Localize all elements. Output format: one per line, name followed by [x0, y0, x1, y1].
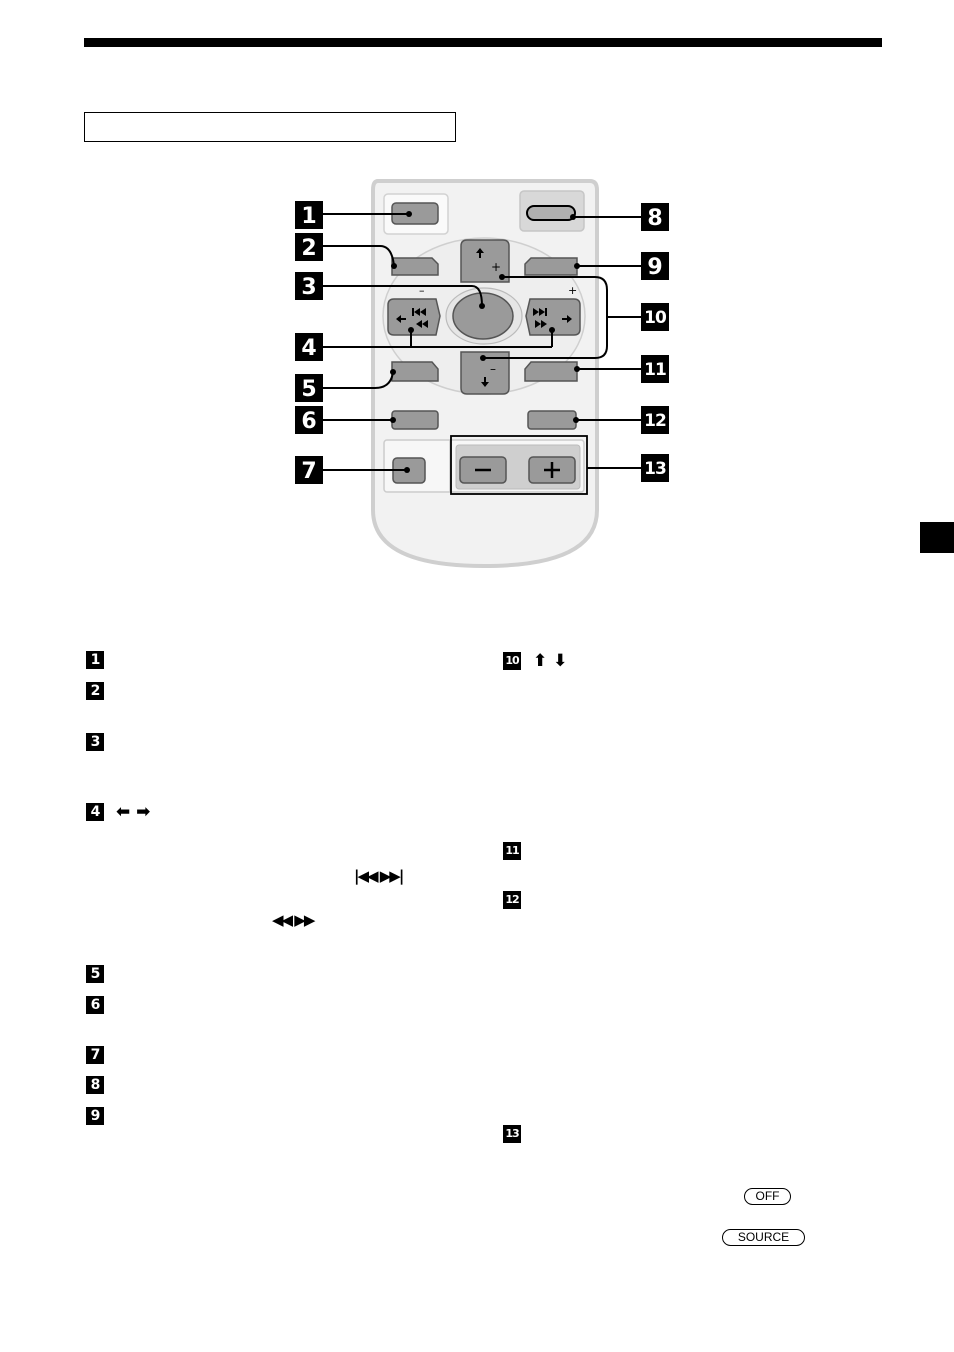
legend-num-12: 12 — [503, 891, 521, 909]
prev-next-track-symbols: |◀◀ ▶▶| — [354, 867, 404, 885]
callout-8: 8 — [647, 206, 662, 231]
button-12 — [527, 410, 577, 430]
page-side-tab — [920, 522, 954, 553]
header-rule — [84, 38, 882, 47]
callout-10: 10 — [644, 308, 667, 328]
button-2 — [391, 257, 439, 276]
right-button — [525, 298, 581, 336]
legend-10-arrows: ⬆ ⬇ — [533, 651, 568, 671]
fast-forward-icon — [535, 320, 547, 328]
callout-9: 9 — [647, 255, 662, 280]
button-5 — [391, 361, 439, 382]
volume-callout-frame — [450, 435, 588, 495]
button-6 — [391, 410, 439, 430]
legend-num-1: 1 — [86, 651, 104, 669]
source-button-label: SOURCE — [722, 1229, 805, 1246]
up-plus-sign: + — [491, 260, 501, 274]
legend-num-9: 9 — [86, 1107, 104, 1125]
legend-num-3: 3 — [86, 733, 104, 751]
next-track-icon — [533, 308, 547, 316]
legend-num-8: 8 — [86, 1076, 104, 1094]
callout-11: 11 — [644, 360, 666, 380]
callout-boxes — [295, 201, 669, 484]
prev-track-icon — [412, 308, 426, 316]
button-9 — [524, 257, 578, 276]
leader-lines — [323, 213, 641, 471]
callout-7: 7 — [301, 459, 316, 484]
rewind-icon — [416, 320, 428, 328]
left-arrow-icon — [396, 315, 406, 323]
legend-num-4: 4 — [86, 803, 104, 821]
legend-num-11: 11 — [503, 842, 521, 860]
callout-1: 1 — [301, 204, 316, 229]
off-button-label: OFF — [744, 1188, 791, 1205]
callout-2: 2 — [301, 236, 316, 261]
callout-13: 13 — [644, 459, 666, 479]
right-arrow-icon — [562, 315, 572, 323]
up-button — [460, 239, 510, 283]
legend-num-5: 5 — [86, 965, 104, 983]
source-button — [526, 205, 576, 221]
legend-num-2: 2 — [86, 682, 104, 700]
legend-num-6: 6 — [86, 996, 104, 1014]
ring-plus-sign: + — [568, 284, 577, 297]
legend-num-7: 7 — [86, 1046, 104, 1064]
down-minus-sign: – — [490, 362, 496, 376]
down-arrow-icon — [481, 377, 489, 387]
rewind-ff-symbols: ◀◀ ▶▶ — [272, 911, 315, 929]
callout-12: 12 — [644, 411, 666, 431]
callout-3: 3 — [301, 275, 316, 300]
ring-minus-sign: – — [419, 284, 425, 297]
callout-6: 6 — [301, 409, 316, 434]
down-button — [460, 351, 510, 395]
callout-5: 5 — [301, 377, 316, 402]
button-11 — [524, 361, 578, 382]
legend-num-13: 13 — [503, 1125, 521, 1143]
left-button — [387, 298, 441, 336]
callout-4: 4 — [301, 336, 316, 361]
legend-num-10: 10 — [503, 652, 521, 670]
section-title-box — [84, 112, 456, 142]
legend-4-arrows: ⬅ ➡ — [116, 802, 151, 822]
leader-dots — [390, 211, 580, 473]
center-button — [452, 292, 514, 340]
up-arrow-icon — [476, 248, 484, 258]
